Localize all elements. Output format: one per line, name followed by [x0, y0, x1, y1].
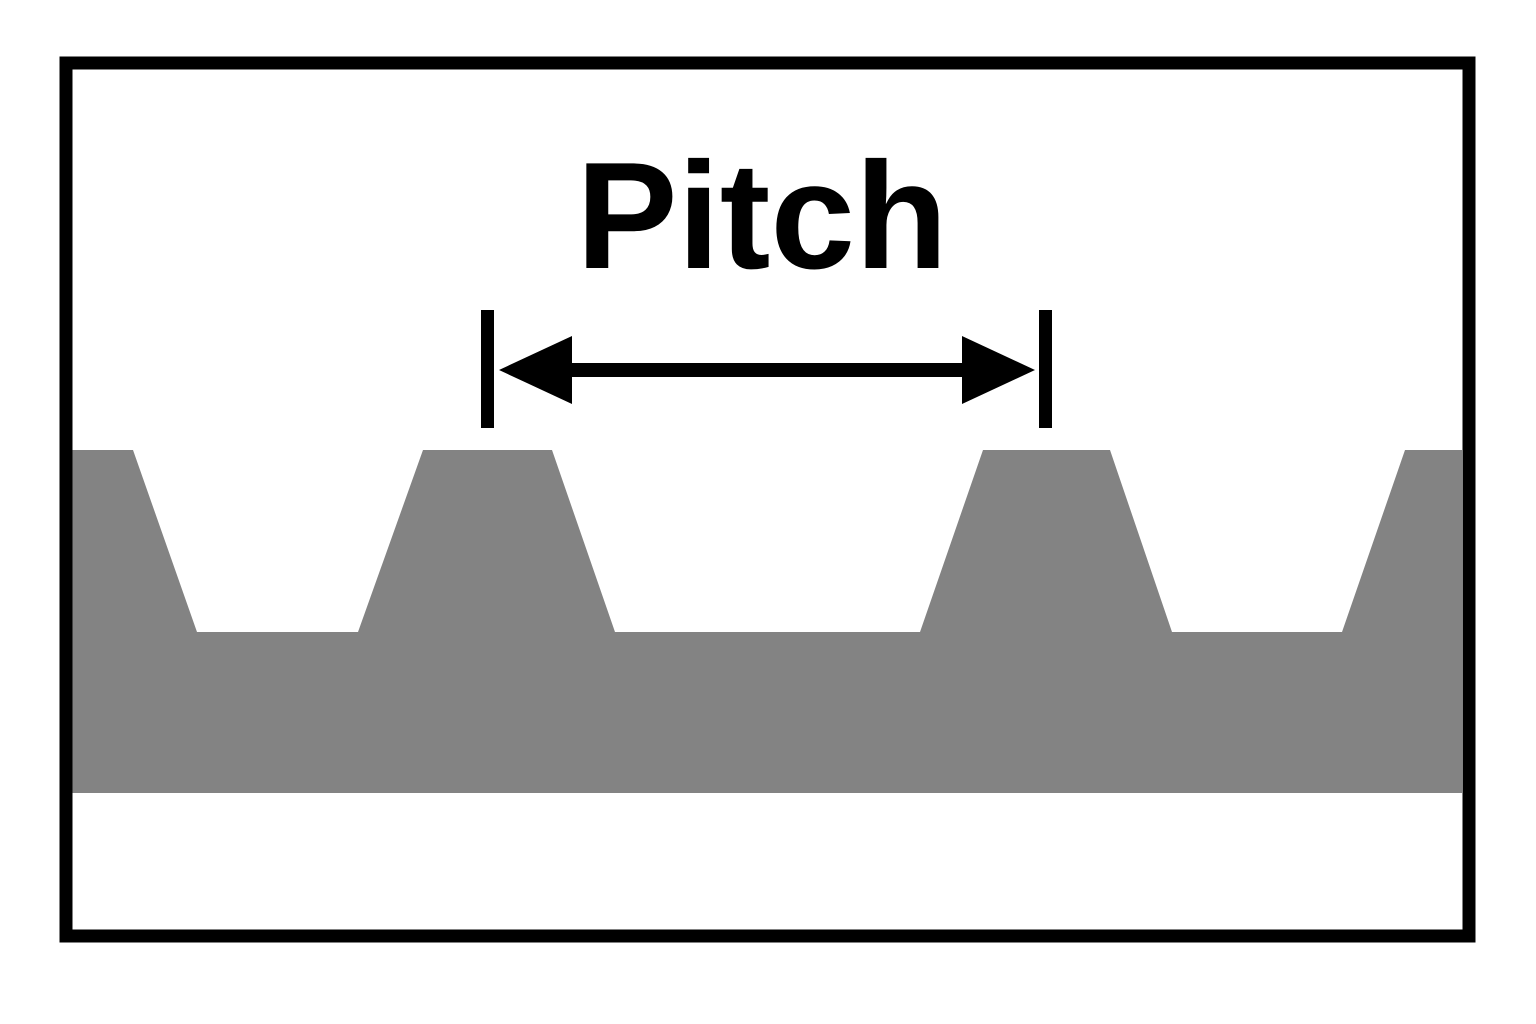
right-arrowhead-icon [962, 336, 1035, 404]
arrow-shaft [555, 363, 980, 377]
pitch-label: Pitch [576, 131, 948, 301]
outer-frame [59, 56, 1476, 943]
left-arrowhead-icon [499, 336, 572, 404]
right-tick [1039, 310, 1052, 428]
left-tick [481, 310, 494, 428]
tooth-profile [72, 450, 1462, 793]
